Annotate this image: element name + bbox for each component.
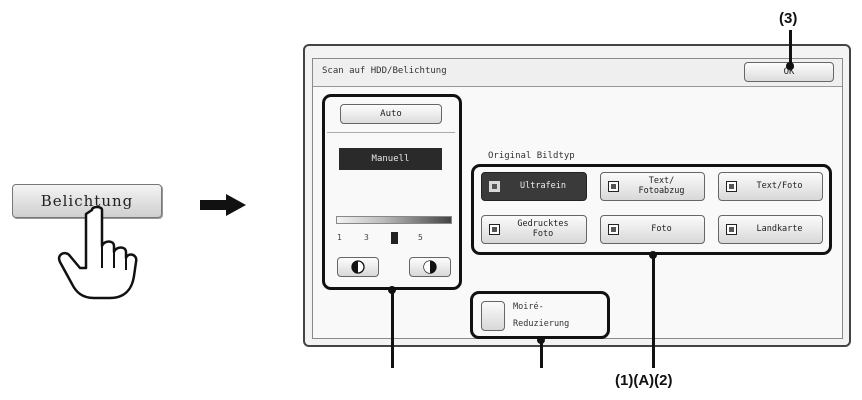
darker-button[interactable] <box>409 257 451 277</box>
original-type-label: Original Bildtyp <box>488 151 575 161</box>
scale-number-1: 1 <box>337 233 342 242</box>
type-text-photoprint-button[interactable]: Text/ Fotoabzug <box>600 172 705 201</box>
half-circle-right-icon <box>423 260 437 274</box>
printed-photo-icon <box>489 224 500 235</box>
ok-button-label: OK <box>783 67 795 77</box>
exposure-level-marker <box>391 232 398 244</box>
map-icon <box>726 224 737 235</box>
hand-pointer-icon <box>57 206 138 300</box>
leader-moire <box>540 340 543 368</box>
type-ultrafine-label: Ultrafein <box>519 180 567 191</box>
photo-icon <box>608 224 619 235</box>
type-text-photo-label: Text/Foto <box>756 180 803 191</box>
exposure-bracket <box>322 94 462 290</box>
type-map-button[interactable]: Landkarte <box>718 215 823 244</box>
type-ultrafine-button[interactable]: Ultrafein <box>481 172 587 201</box>
manual-indicator[interactable]: Manuell <box>339 148 442 170</box>
column-divider <box>327 132 455 133</box>
callout-type: (1)(A)(2) <box>615 372 673 389</box>
leader-exposure <box>391 290 394 368</box>
type-photo-label: Foto <box>651 223 672 234</box>
type-text-photo-button[interactable]: Text/Foto <box>718 172 823 201</box>
leader-ok <box>789 30 792 64</box>
arrow-right-icon <box>200 194 246 216</box>
leader-type <box>652 255 655 368</box>
callout-ok: (3) <box>779 10 798 27</box>
ultrafine-icon <box>489 181 500 192</box>
moire-label-line1: Moiré- <box>513 302 544 312</box>
type-map-label: Landkarte <box>756 223 803 234</box>
half-circle-left-icon <box>351 260 365 274</box>
type-text-photoprint-label: Text/ Fotoabzug <box>638 175 685 196</box>
scale-number-5: 5 <box>418 233 423 242</box>
type-printed-photo-label: Gedrucktes Foto <box>517 218 569 239</box>
exposure-scale <box>336 216 452 224</box>
moire-reduction-label: Moiré- Reduzierung <box>513 299 569 333</box>
auto-button[interactable]: Auto <box>340 104 442 124</box>
original-type-bracket <box>471 164 832 255</box>
type-printed-photo-button[interactable]: Gedrucktes Foto <box>481 215 587 244</box>
moire-reduction-button[interactable] <box>481 301 505 331</box>
auto-button-label: Auto <box>380 109 402 119</box>
lighter-button[interactable] <box>337 257 379 277</box>
type-photo-button[interactable]: Foto <box>600 215 705 244</box>
text-photo-print-icon <box>608 181 619 192</box>
belichtung-key-label: Belichtung <box>40 192 134 210</box>
screen-title: Scan auf HDD/Belichtung <box>322 66 447 76</box>
manual-label: Manuell <box>371 154 410 164</box>
moire-bracket <box>470 291 610 339</box>
leader-ok-dot <box>786 62 794 70</box>
scale-number-3: 3 <box>364 233 369 242</box>
moire-label-line2: Reduzierung <box>513 319 570 329</box>
text-photo-icon <box>726 181 737 192</box>
